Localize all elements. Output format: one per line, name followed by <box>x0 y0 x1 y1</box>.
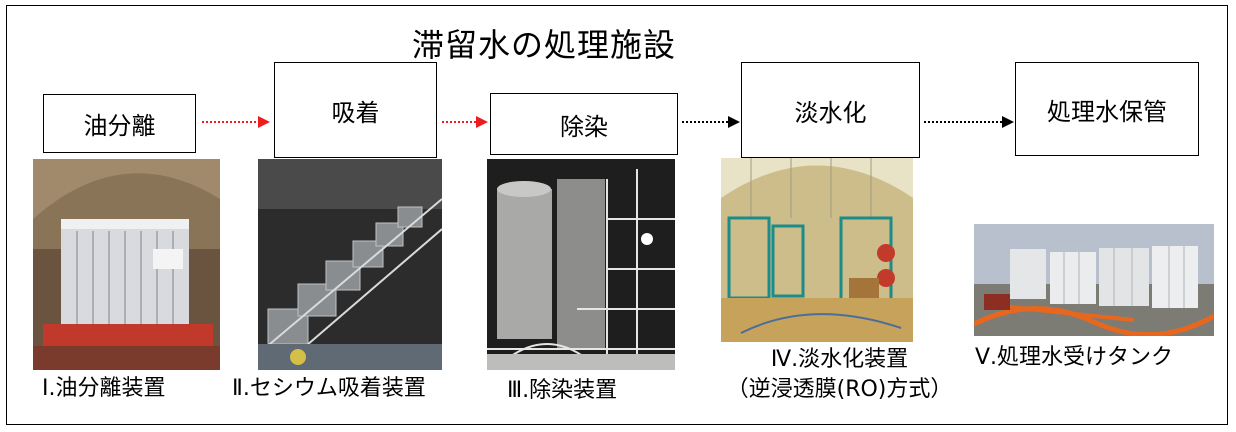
step-decontamination-box: 除染 <box>490 93 678 155</box>
step-oil-separation-box: 油分離 <box>43 94 196 153</box>
caption-cesium-adsorption: Ⅱ.セシウム吸着装置 <box>232 376 426 401</box>
caption-desalination-line2: （逆浸透膜(RO)方式） <box>726 377 953 402</box>
cesium-adsorption-photo <box>258 159 442 370</box>
arrow-3-black <box>682 116 740 128</box>
caption-desalination-line1: Ⅳ.淡水化装置 <box>770 347 909 372</box>
diagram-title: 滞留水の処理施設 <box>412 26 677 64</box>
arrow-4-black <box>924 116 1014 128</box>
caption-desalination: Ⅳ.淡水化装置 （逆浸透膜(RO)方式） <box>722 345 957 405</box>
caption-storage-tank: Ⅴ.処理水受けタンク <box>975 345 1174 370</box>
storage-tank-photo <box>974 224 1214 336</box>
oil-separator-photo <box>33 159 220 370</box>
desalination-photo <box>721 158 913 342</box>
caption-oil-separator: Ⅰ.油分離装置 <box>42 376 166 401</box>
arrow-2-red <box>442 116 488 128</box>
step-desalination-box: 淡水化 <box>741 62 920 158</box>
caption-decontamination: Ⅲ.除染装置 <box>507 378 618 403</box>
step-adsorption-box: 吸着 <box>274 62 437 158</box>
decontamination-photo <box>487 159 675 370</box>
arrow-1-red <box>202 116 270 128</box>
step-storage-box: 処理水保管 <box>1015 62 1199 156</box>
